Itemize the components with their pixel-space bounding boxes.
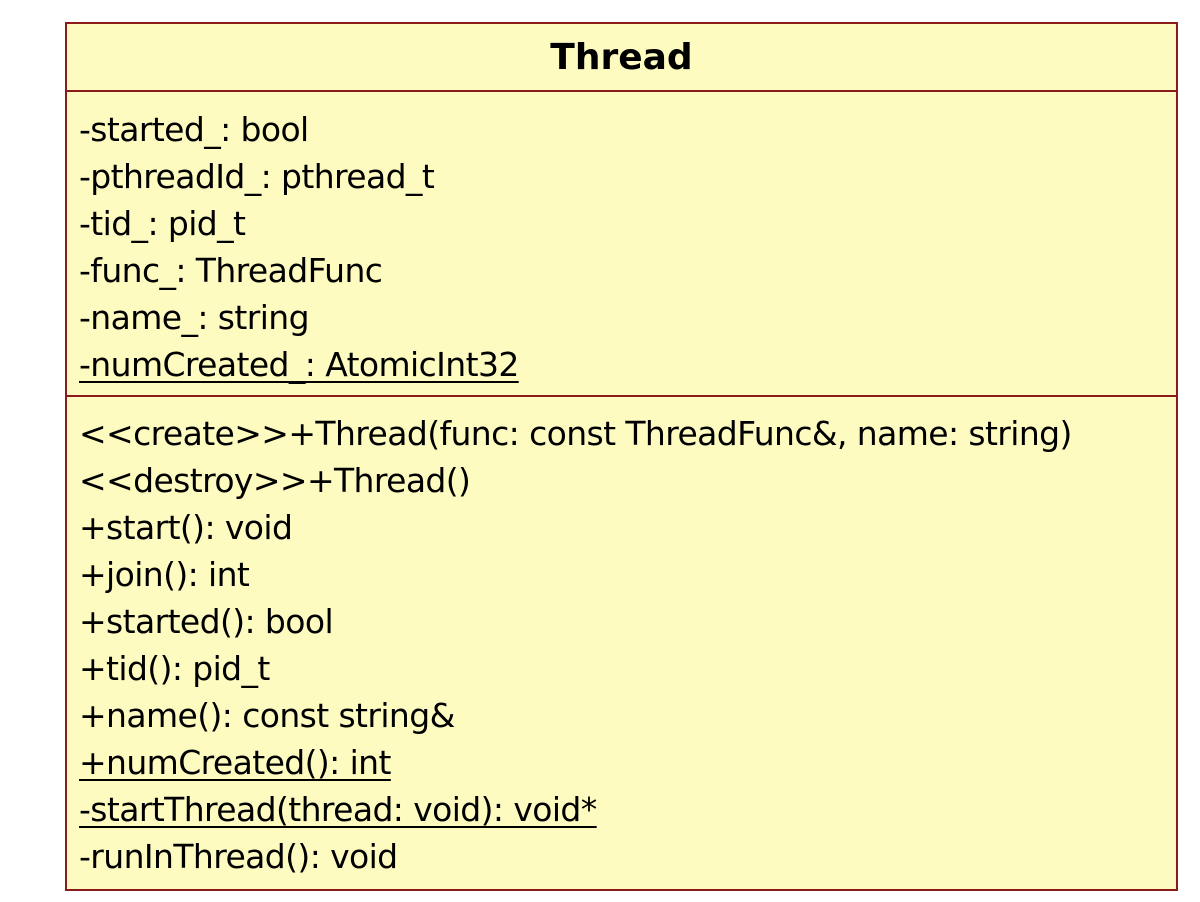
operation-tid: +tid(): pid_t bbox=[79, 649, 270, 688]
attribute-tid: -tid_: pid_t bbox=[79, 204, 246, 243]
operation-constructor: <<create>>+Thread(func: const ThreadFunc… bbox=[79, 414, 1072, 453]
attributes-compartment: -started_: bool -pthreadId_: pthread_t -… bbox=[67, 92, 1176, 397]
operation-destructor: <<destroy>>+Thread() bbox=[79, 461, 471, 500]
operation-started: +started(): bool bbox=[79, 602, 334, 641]
operations-compartment: <<create>>+Thread(func: const ThreadFunc… bbox=[67, 397, 1176, 880]
uml-class-box: Thread -started_: bool -pthreadId_: pthr… bbox=[65, 22, 1178, 891]
attribute-name: -name_: string bbox=[79, 298, 310, 337]
attribute-started: -started_: bool bbox=[79, 110, 309, 149]
attribute-func: -func_: ThreadFunc bbox=[79, 251, 383, 290]
operation-num-created: +numCreated(): int bbox=[79, 743, 391, 782]
operation-start: +start(): void bbox=[79, 508, 293, 547]
attribute-num-created: -numCreated_: AtomicInt32 bbox=[79, 345, 519, 384]
attribute-pthread-id: -pthreadId_: pthread_t bbox=[79, 157, 435, 196]
operation-run-in-thread: -runInThread(): void bbox=[79, 837, 398, 876]
operation-start-thread: -startThread(thread: void): void* bbox=[79, 790, 597, 829]
operation-join: +join(): int bbox=[79, 555, 250, 594]
operation-name: +name(): const string& bbox=[79, 696, 455, 735]
class-name: Thread bbox=[67, 24, 1176, 92]
